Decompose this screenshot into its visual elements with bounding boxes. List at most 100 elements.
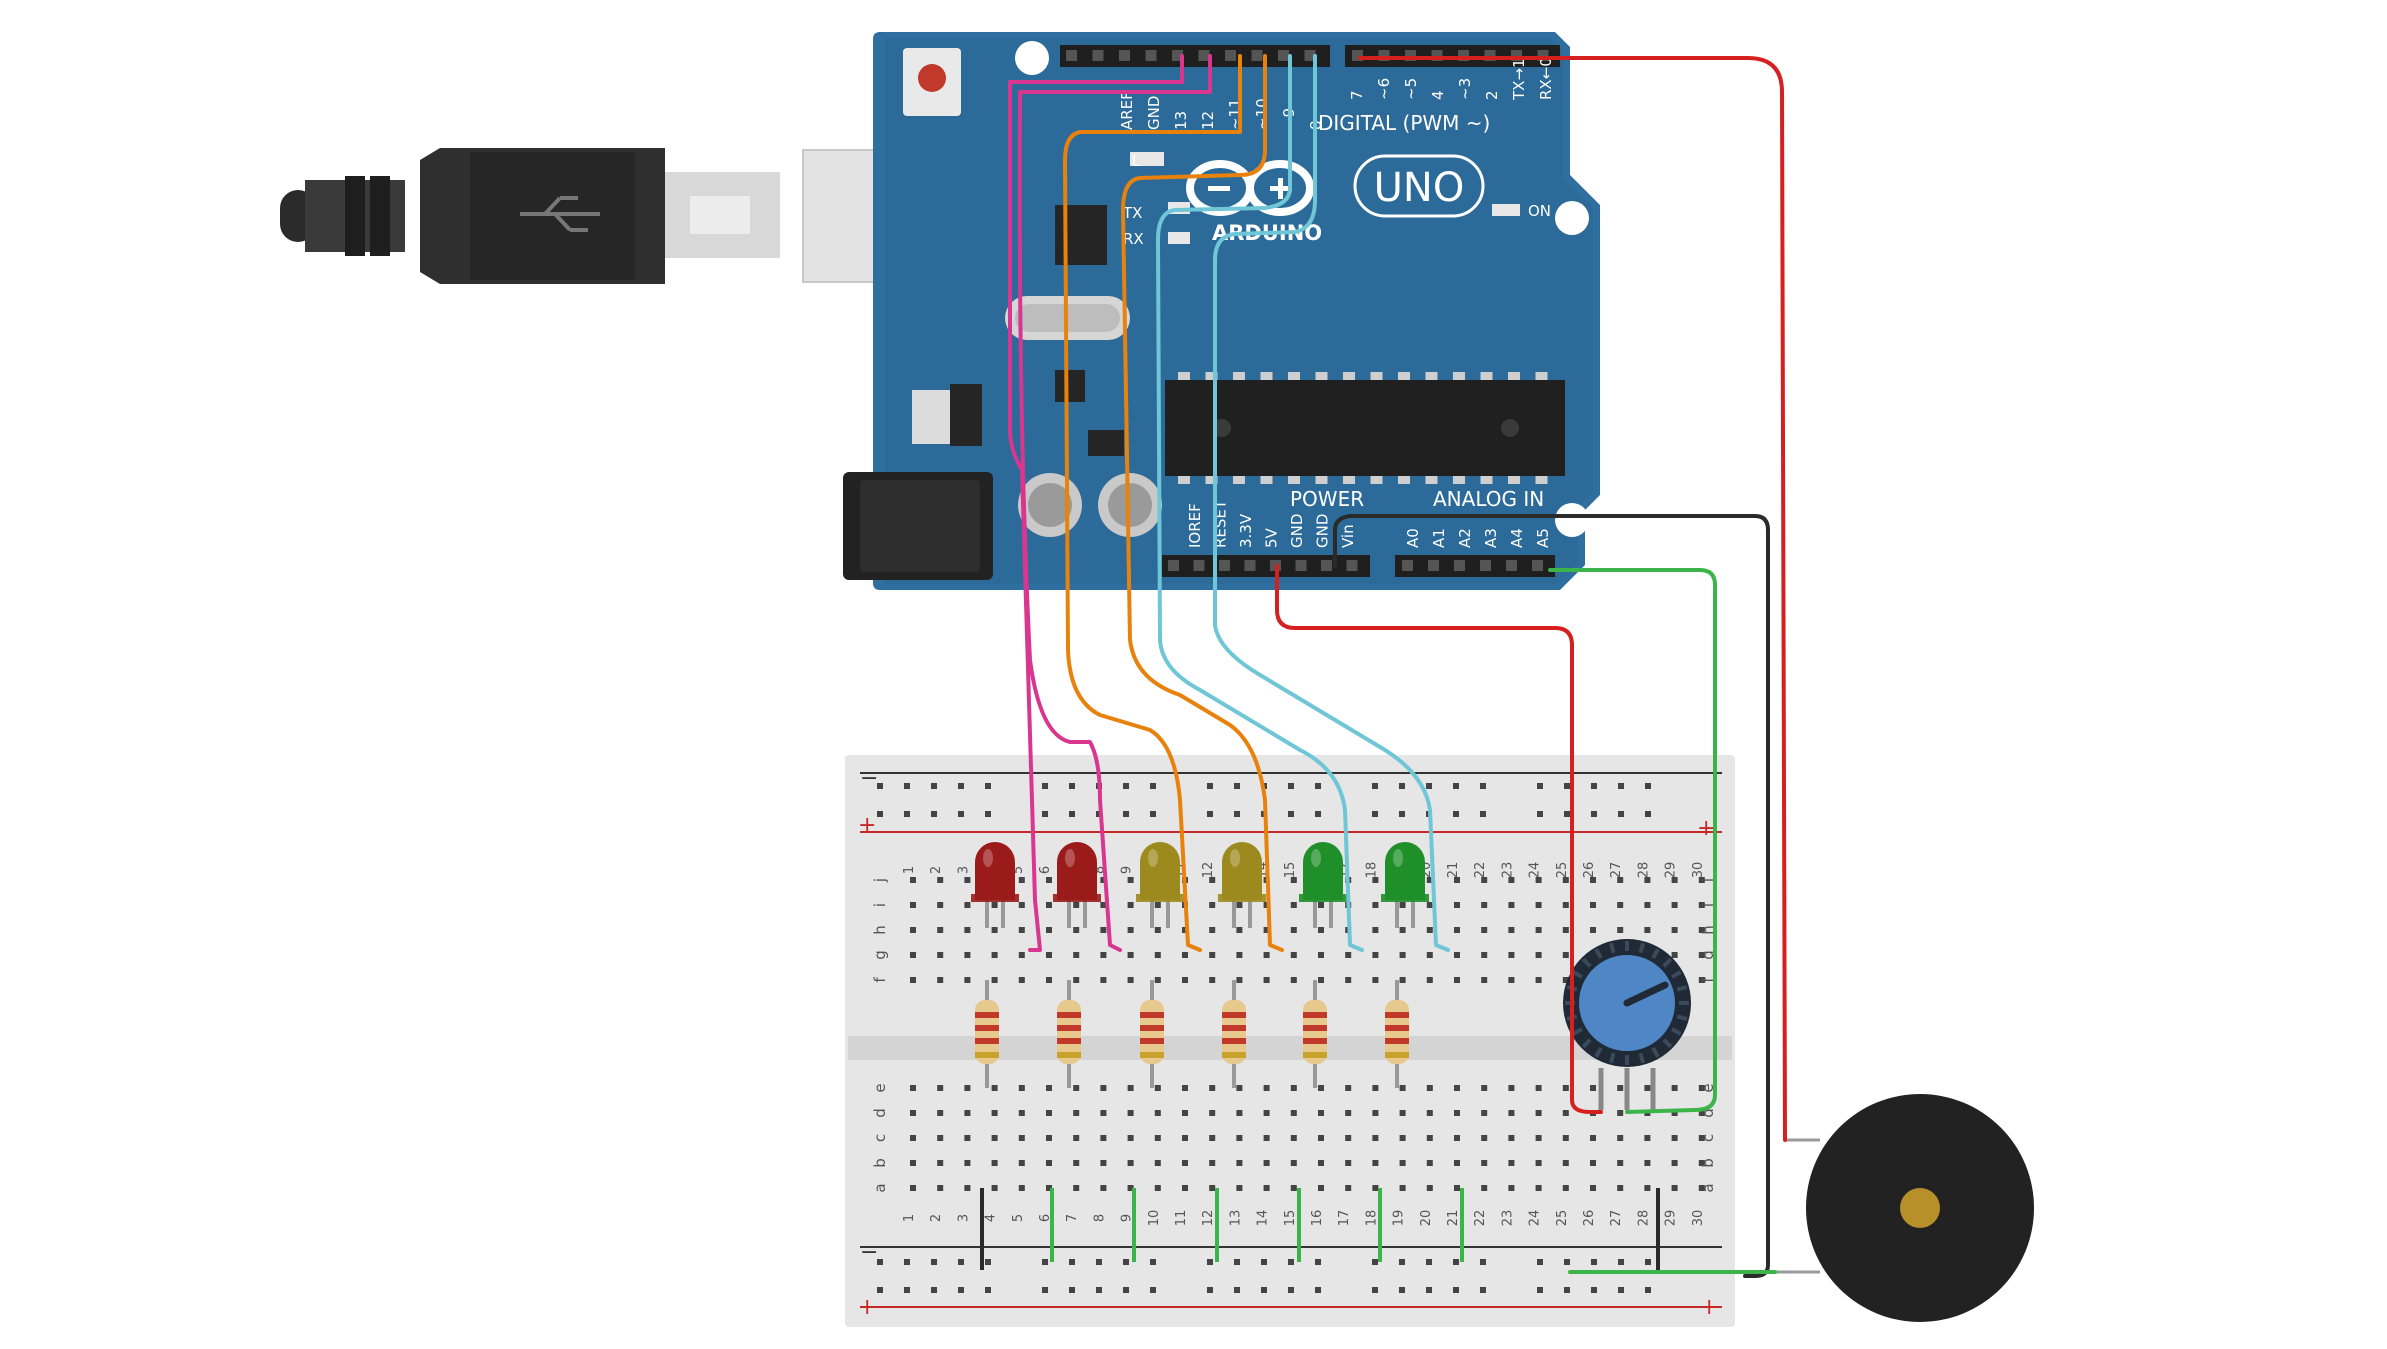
power-pin-label: GND	[1288, 514, 1306, 548]
column-label: 29	[1664, 862, 1679, 879]
led-red	[971, 842, 1019, 928]
row-label: h	[1699, 925, 1717, 935]
column-label: 20	[1419, 1210, 1434, 1227]
wire-red-buzzer	[1358, 56, 1787, 1142]
column-label: 18	[1364, 1210, 1379, 1227]
column-label: 28	[1636, 1210, 1651, 1227]
digital-pin-label: RX←0	[1537, 57, 1555, 100]
column-label: 9	[1120, 1214, 1135, 1222]
tx-label: TX	[1122, 204, 1142, 222]
digital-pin-label: 7	[1348, 90, 1366, 100]
wire-green-a5	[1548, 568, 1717, 1114]
digital-pin-label: ~6	[1375, 78, 1393, 100]
wire-cyan-1	[1156, 54, 1364, 952]
on-label: ON	[1528, 202, 1551, 220]
row-label: f	[871, 977, 889, 983]
digital-pin-label: AREF	[1118, 91, 1136, 130]
rail-plus-bottom-right: +	[1700, 1295, 1718, 1320]
column-label: 24	[1528, 862, 1543, 879]
column-label: 30	[1691, 1210, 1706, 1227]
column-label: 26	[1582, 1210, 1597, 1227]
led-green	[1381, 842, 1429, 928]
digital-pin-label: ~10	[1253, 98, 1271, 130]
column-label: 13	[1228, 1210, 1243, 1227]
column-label: 17	[1337, 1210, 1352, 1227]
digital-pin-label: 12	[1199, 111, 1217, 130]
pot-knob-indicator	[1623, 981, 1669, 1007]
column-label: 8	[1092, 1214, 1107, 1222]
resistor	[1222, 980, 1246, 1088]
row-label: c	[1699, 1134, 1717, 1142]
row-label: i	[1699, 903, 1717, 907]
column-label: 27	[1609, 862, 1624, 879]
resistor	[1303, 980, 1327, 1088]
wire-orange-2	[1121, 54, 1284, 952]
power-jack	[843, 472, 993, 580]
wire-red-5v	[1275, 564, 1603, 1114]
row-label: e	[1699, 1083, 1717, 1092]
analog-header	[1395, 555, 1555, 577]
row-label: f	[1699, 977, 1717, 983]
column-label: 2	[929, 1214, 944, 1222]
reset-button	[903, 48, 961, 116]
column-label: 24	[1528, 1210, 1543, 1227]
row-label: e	[871, 1083, 889, 1092]
row-label: h	[871, 925, 889, 935]
row-label: a	[871, 1183, 889, 1192]
digital-pin-label: TX→1	[1510, 58, 1528, 101]
analog-pin-label: A3	[1482, 528, 1500, 548]
column-label: 14	[1256, 1210, 1271, 1227]
row-label: b	[871, 1158, 889, 1168]
wire-cyan-2	[1213, 54, 1450, 952]
led-red	[1053, 842, 1101, 928]
column-label: 21	[1446, 1210, 1461, 1227]
column-label: 21	[1446, 862, 1461, 879]
led-yellow	[1218, 842, 1266, 928]
usb-symbol-icon	[520, 196, 600, 232]
power-pin-label: 5V	[1263, 527, 1281, 548]
led-yellow	[1136, 842, 1184, 928]
row-label: d	[1699, 1108, 1717, 1118]
potentiometer	[1563, 939, 1691, 1110]
column-label: 27	[1609, 1210, 1624, 1227]
column-label: 11	[1174, 1210, 1189, 1227]
column-label: 3	[956, 866, 971, 874]
column-label: 26	[1582, 862, 1597, 879]
resistor	[1057, 980, 1081, 1088]
column-label: 9	[1120, 866, 1135, 874]
row-label: b	[1699, 1158, 1717, 1168]
column-label: 10	[1147, 1210, 1162, 1227]
digital-header-label: DIGITAL (PWM ~)	[1318, 111, 1490, 135]
rail-plus-top-right: +	[1697, 816, 1715, 841]
power-pin-label: GND	[1314, 514, 1332, 548]
analog-label: ANALOG IN	[1433, 487, 1544, 511]
column-label: 29	[1664, 1210, 1679, 1227]
power-label: POWER	[1290, 487, 1364, 511]
column-label: 19	[1392, 1210, 1407, 1227]
column-label: 1	[902, 866, 917, 874]
power-pin-label: IOREF	[1186, 503, 1204, 548]
rail-minus-bottom: −	[860, 1240, 878, 1265]
column-label: 3	[956, 1214, 971, 1222]
digital-pin-label: ~5	[1402, 78, 1420, 100]
row-label: j	[1699, 878, 1717, 883]
resistor	[1140, 980, 1164, 1088]
column-label: 6	[1038, 866, 1053, 874]
column-label: 1	[902, 1214, 917, 1222]
column-label: 25	[1555, 1210, 1570, 1227]
column-label: 23	[1500, 1210, 1515, 1227]
column-label: 8	[1092, 866, 1107, 874]
digital-pin-label: 4	[1429, 90, 1447, 100]
analog-pin-label: A1	[1430, 528, 1448, 548]
row-label: d	[871, 1108, 889, 1118]
column-label: 18	[1364, 862, 1379, 879]
column-label: 7	[1065, 1214, 1080, 1222]
arduino-board: ARDUINO UNO ON TX RX L DIGITAL (PWM ~) P…	[843, 32, 1600, 590]
atmega-chip	[1165, 372, 1565, 484]
analog-pin-label: A4	[1508, 528, 1526, 548]
column-label: 23	[1500, 862, 1515, 879]
row-label: j	[871, 878, 889, 883]
led-green	[1299, 842, 1347, 928]
row-label: g	[1699, 950, 1717, 960]
